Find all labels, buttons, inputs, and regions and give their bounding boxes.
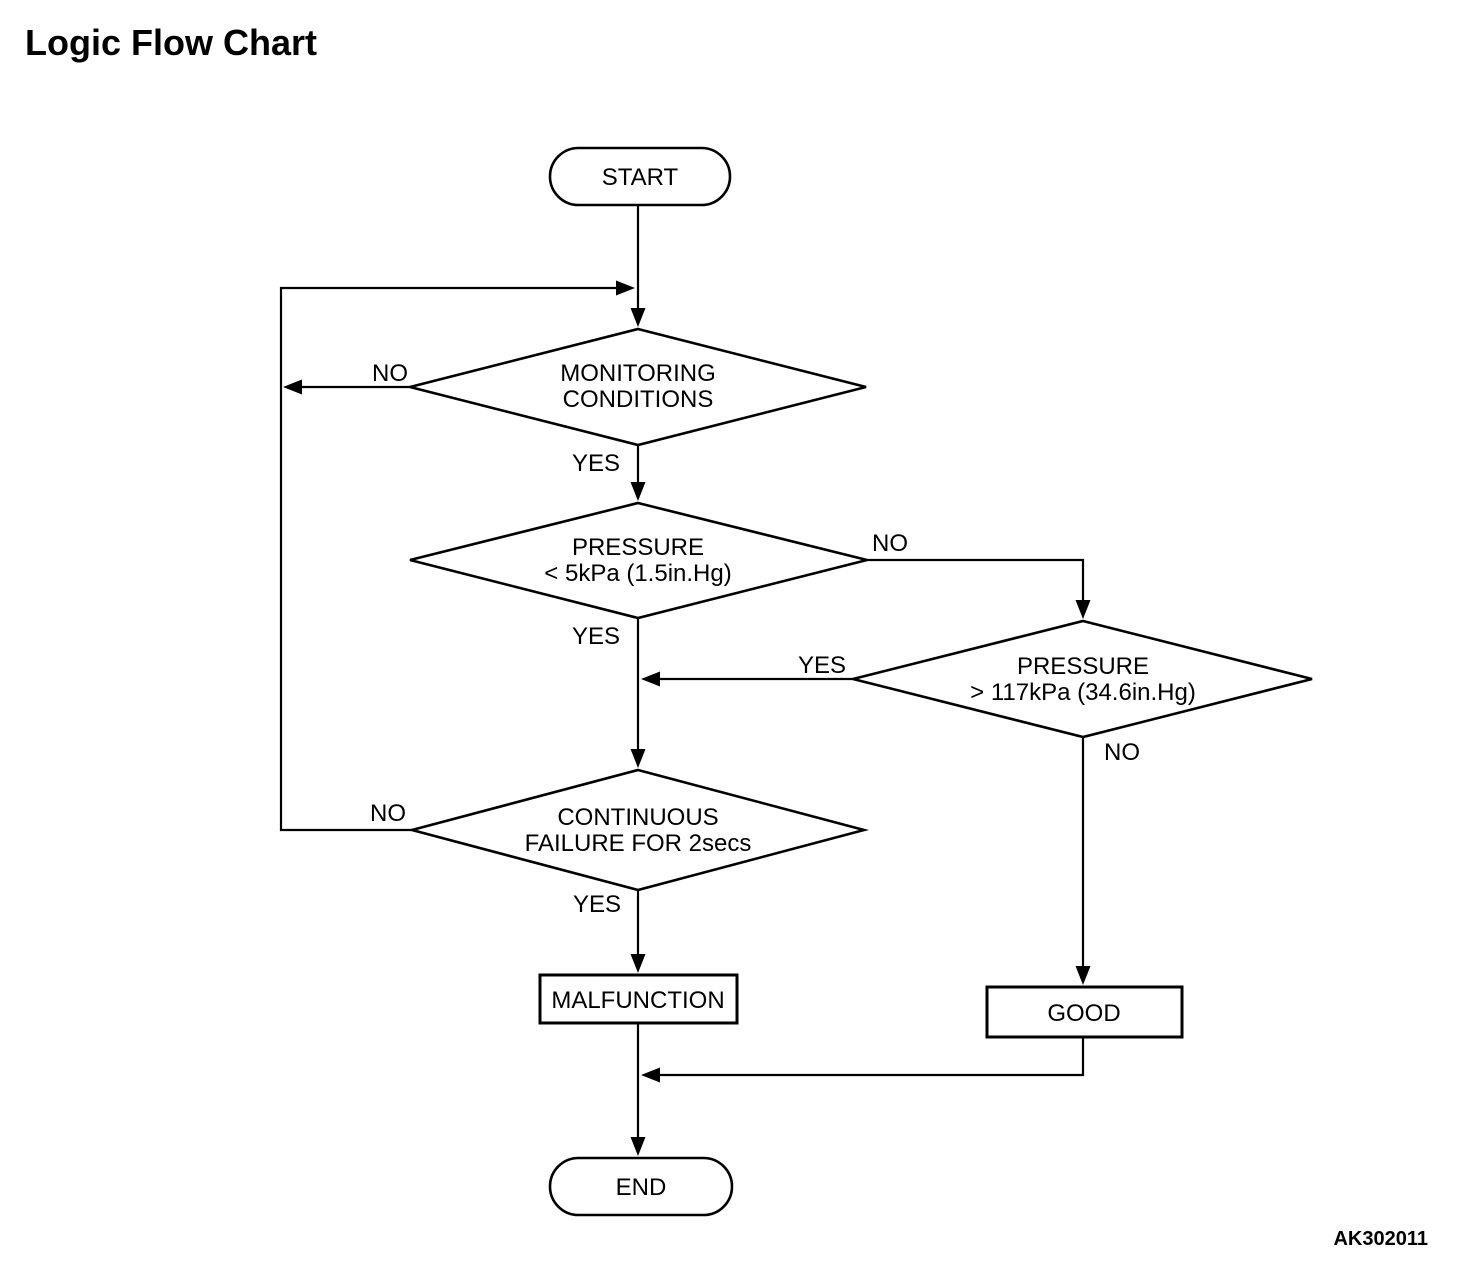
pressure-high-diamond: [852, 619, 1313, 739]
monitoring-conditions-diamond: [409, 327, 867, 447]
edge-label-no: NO: [370, 800, 406, 827]
edge-label-yes: YES: [572, 623, 620, 650]
edge-monitoring-yes: YES: [572, 445, 646, 501]
figure-code: AK302011: [1333, 1228, 1428, 1250]
edge-label-no: NO: [872, 530, 908, 557]
edge-monitoring-no: NO: [283, 360, 410, 395]
arrowhead-left-icon: [641, 1067, 660, 1083]
arrowhead-down-icon: [1075, 966, 1091, 985]
page-title: Logic Flow Chart: [25, 22, 317, 63]
arrowhead-down-icon: [630, 1137, 646, 1156]
node-end: END: [548, 1156, 734, 1217]
arrowhead-down-icon: [630, 308, 646, 327]
pressure-high-label-line2: > 117kPa (34.6in.Hg): [970, 679, 1196, 706]
edge-continuous-no: NO: [370, 800, 406, 827]
pressure-low-label-line1: PRESSURE: [572, 534, 704, 561]
arrowhead-left-icon: [641, 671, 660, 687]
malfunction-box: [538, 973, 739, 1025]
arrowhead-right-icon: [616, 280, 635, 296]
node-start: START: [548, 146, 732, 207]
arrowhead-down-icon: [630, 749, 646, 768]
monitoring-conditions-label-line2: CONDITIONS: [563, 386, 714, 413]
edge-label-yes: YES: [798, 652, 846, 679]
pressure-low-label-line2: < 5kPa (1.5in.Hg): [544, 560, 731, 587]
arrowhead-left-icon: [283, 379, 302, 395]
edge-pressure-low-no: NO: [867, 530, 1091, 619]
edge-label-no: NO: [372, 360, 408, 387]
edge-loop-back: [279, 280, 635, 832]
edge-label-no: NO: [1104, 739, 1140, 766]
edge-label-yes: YES: [573, 891, 621, 918]
good-box: [985, 985, 1184, 1039]
edge-continuous-yes: YES: [573, 890, 646, 973]
arrowhead-down-icon: [1075, 600, 1091, 619]
start-terminator-shape: [548, 146, 732, 207]
good-label: GOOD: [1047, 1000, 1120, 1027]
edge-line: [867, 558, 1085, 602]
node-pressure-low: PRESSURE < 5kPa (1.5in.Hg): [409, 501, 868, 620]
end-label: END: [616, 1174, 667, 1201]
start-label: START: [602, 164, 679, 191]
edge-pressure-high-no: NO: [1075, 737, 1140, 985]
arrowhead-down-icon: [630, 482, 646, 501]
edge-line: [659, 1037, 1085, 1077]
node-good: GOOD: [985, 985, 1184, 1039]
continuous-failure-diamond: [406, 768, 870, 892]
edge-start-to-monitoring: [630, 205, 646, 327]
node-pressure-high: PRESSURE > 117kPa (34.6in.Hg): [852, 619, 1313, 739]
pressure-low-diamond: [409, 501, 868, 620]
arrowhead-down-icon: [630, 954, 646, 973]
node-malfunction: MALFUNCTION: [538, 973, 739, 1025]
monitoring-conditions-label-line1: MONITORING: [560, 360, 716, 387]
edge-pressure-low-yes: YES: [572, 618, 646, 768]
pressure-high-label-line1: PRESSURE: [1017, 653, 1149, 680]
end-terminator-shape: [548, 1156, 734, 1217]
edge-label-yes: YES: [572, 450, 620, 477]
edge-good-to-end: [641, 1037, 1085, 1083]
edge-malfunction-to-end: [630, 1023, 646, 1156]
edge-pressure-high-yes: YES: [641, 652, 853, 687]
continuous-failure-label-line1: CONTINUOUS: [557, 804, 718, 831]
continuous-failure-label-line2: FAILURE FOR 2secs: [525, 830, 752, 857]
node-monitoring-conditions: MONITORING CONDITIONS: [409, 327, 867, 447]
node-continuous-failure: CONTINUOUS FAILURE FOR 2secs: [406, 768, 870, 892]
edge-line: [279, 286, 617, 832]
malfunction-label: MALFUNCTION: [551, 987, 724, 1014]
